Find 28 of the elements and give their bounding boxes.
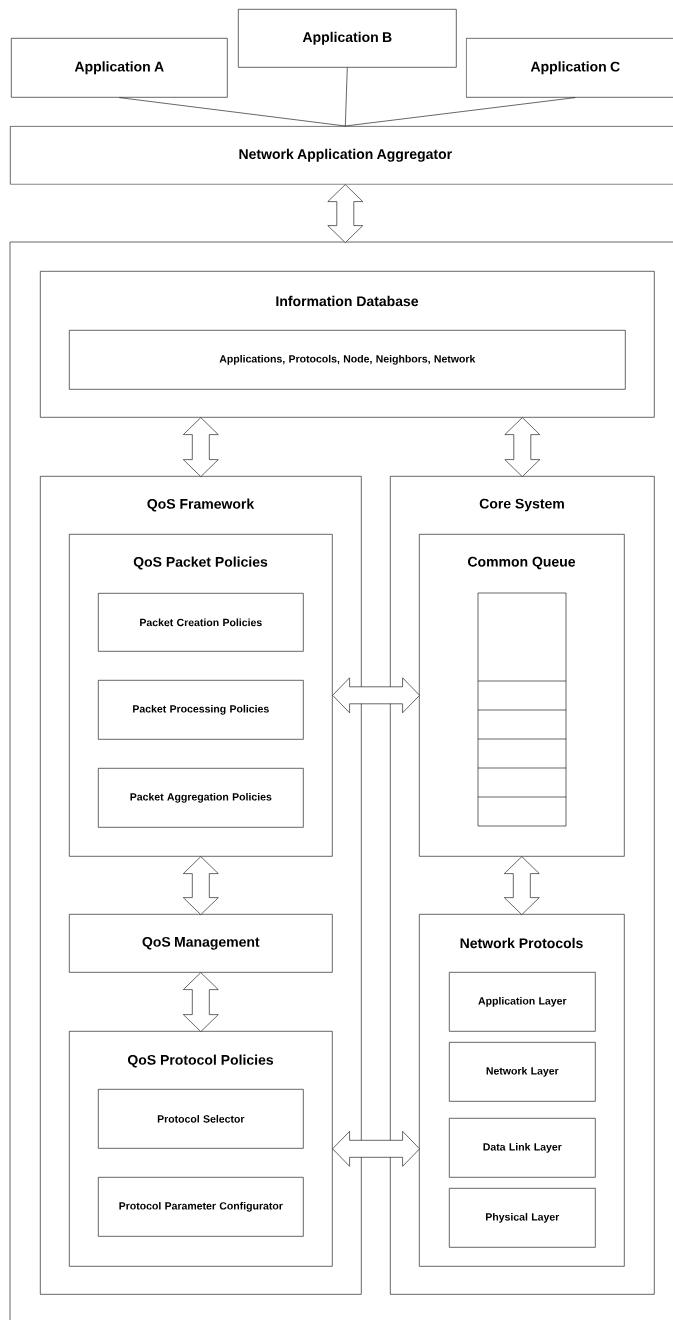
component-box: Applications, Protocols, Node, Neighbors, Network — [69, 330, 626, 390]
double-arrow — [183, 417, 219, 477]
double-arrow — [183, 856, 219, 915]
component-box: Packet Creation Policies — [98, 593, 304, 652]
double-arrow — [183, 972, 219, 1032]
component-box: Network Application Aggregator — [10, 126, 673, 185]
component-box: Application A — [11, 38, 228, 98]
double-arrow — [332, 1131, 420, 1167]
container-box: Common Queue — [419, 534, 625, 857]
component-box: Protocol Parameter Configurator — [98, 1177, 304, 1237]
connector-line — [345, 67, 348, 127]
component-box: Packet Aggregation Policies — [98, 768, 304, 828]
double-arrow — [332, 677, 420, 714]
component-box: Network Layer — [449, 1042, 596, 1102]
component-box: Protocol Selector — [98, 1089, 304, 1149]
component-box: Application C — [466, 38, 673, 98]
frame-box — [9, 241, 673, 1320]
component-box: Data Link Layer — [449, 1118, 596, 1178]
component-box: Packet Processing Policies — [98, 680, 304, 740]
component-box: Physical Layer — [449, 1188, 596, 1248]
component-box: QoS Management — [69, 914, 333, 973]
component-box: Application B — [238, 9, 457, 68]
connector-line — [345, 97, 576, 127]
connector-line — [119, 97, 346, 127]
double-arrow — [504, 417, 541, 477]
double-arrow — [327, 184, 364, 243]
component-box: Application Layer — [449, 972, 596, 1032]
double-arrow — [504, 856, 540, 915]
